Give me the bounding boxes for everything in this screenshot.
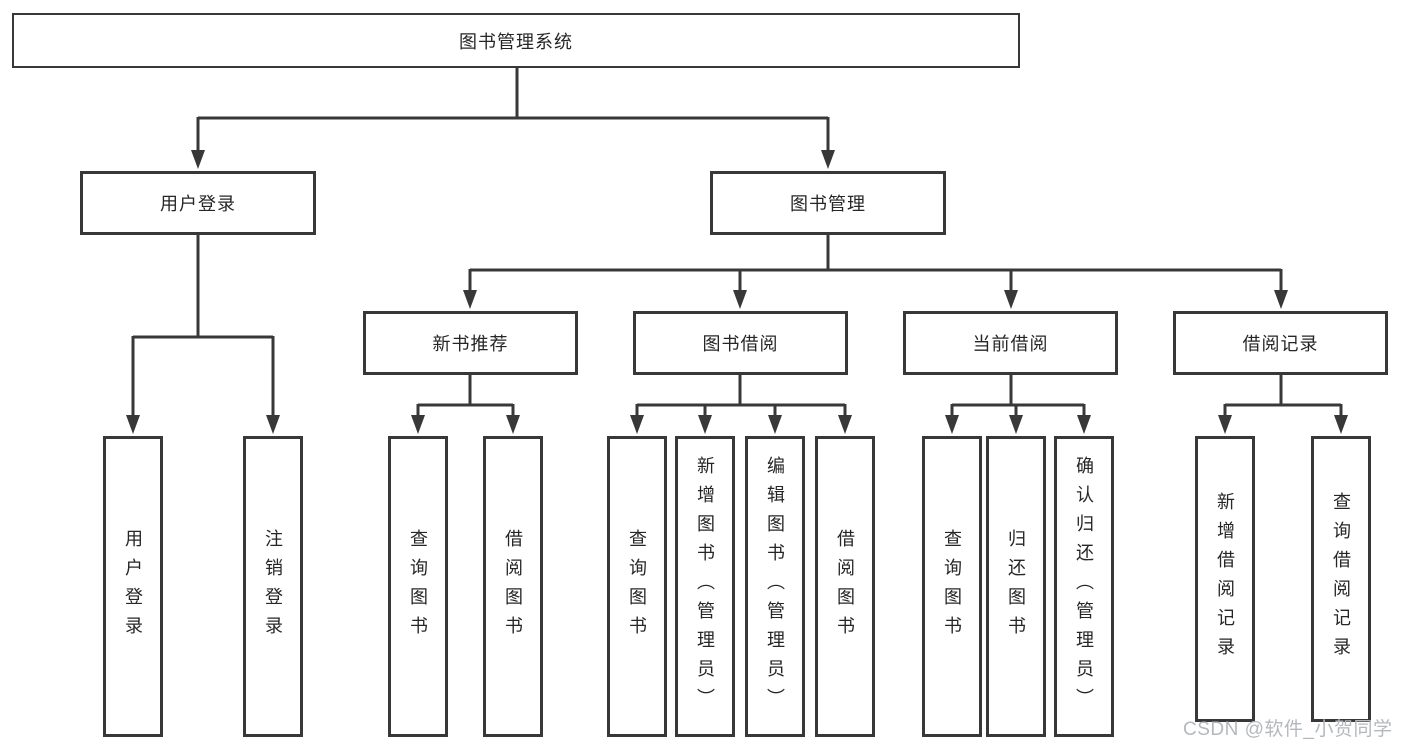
leaf-query-books-recommend: 查询图书 — [388, 436, 448, 737]
node-library-management-system: 图书管理系统 — [12, 13, 1020, 68]
node-current-borrowing: 当前借阅 — [903, 311, 1118, 375]
leaf-edit-books-admin: 编辑图书（管理员） — [745, 436, 805, 737]
node-book-borrowing: 图书借阅 — [633, 311, 848, 375]
leaf-return-books: 归还图书 — [986, 436, 1046, 737]
node-new-book-recommendation: 新书推荐 — [363, 311, 578, 375]
node-borrowing-records: 借阅记录 — [1173, 311, 1388, 375]
leaf-confirm-return-admin: 确认归还（管理员） — [1054, 436, 1114, 737]
leaf-logout-login: 注销登录 — [243, 436, 303, 737]
leaf-borrow-books: 借阅图书 — [815, 436, 875, 737]
leaf-query-books-borrow: 查询图书 — [607, 436, 667, 737]
leaf-query-borrow-record: 查询借阅记录 — [1311, 436, 1371, 722]
csdn-watermark: CSDN @软件_小贺同学 — [1183, 719, 1393, 740]
leaf-query-books-current: 查询图书 — [922, 436, 982, 737]
node-book-management: 图书管理 — [710, 171, 946, 235]
leaf-add-borrow-record: 新增借阅记录 — [1195, 436, 1255, 722]
node-user-login: 用户登录 — [80, 171, 316, 235]
leaf-add-books-admin: 新增图书（管理员） — [675, 436, 735, 737]
leaf-user-login: 用户登录 — [103, 436, 163, 737]
leaf-borrow-books-recommend: 借阅图书 — [483, 436, 543, 737]
